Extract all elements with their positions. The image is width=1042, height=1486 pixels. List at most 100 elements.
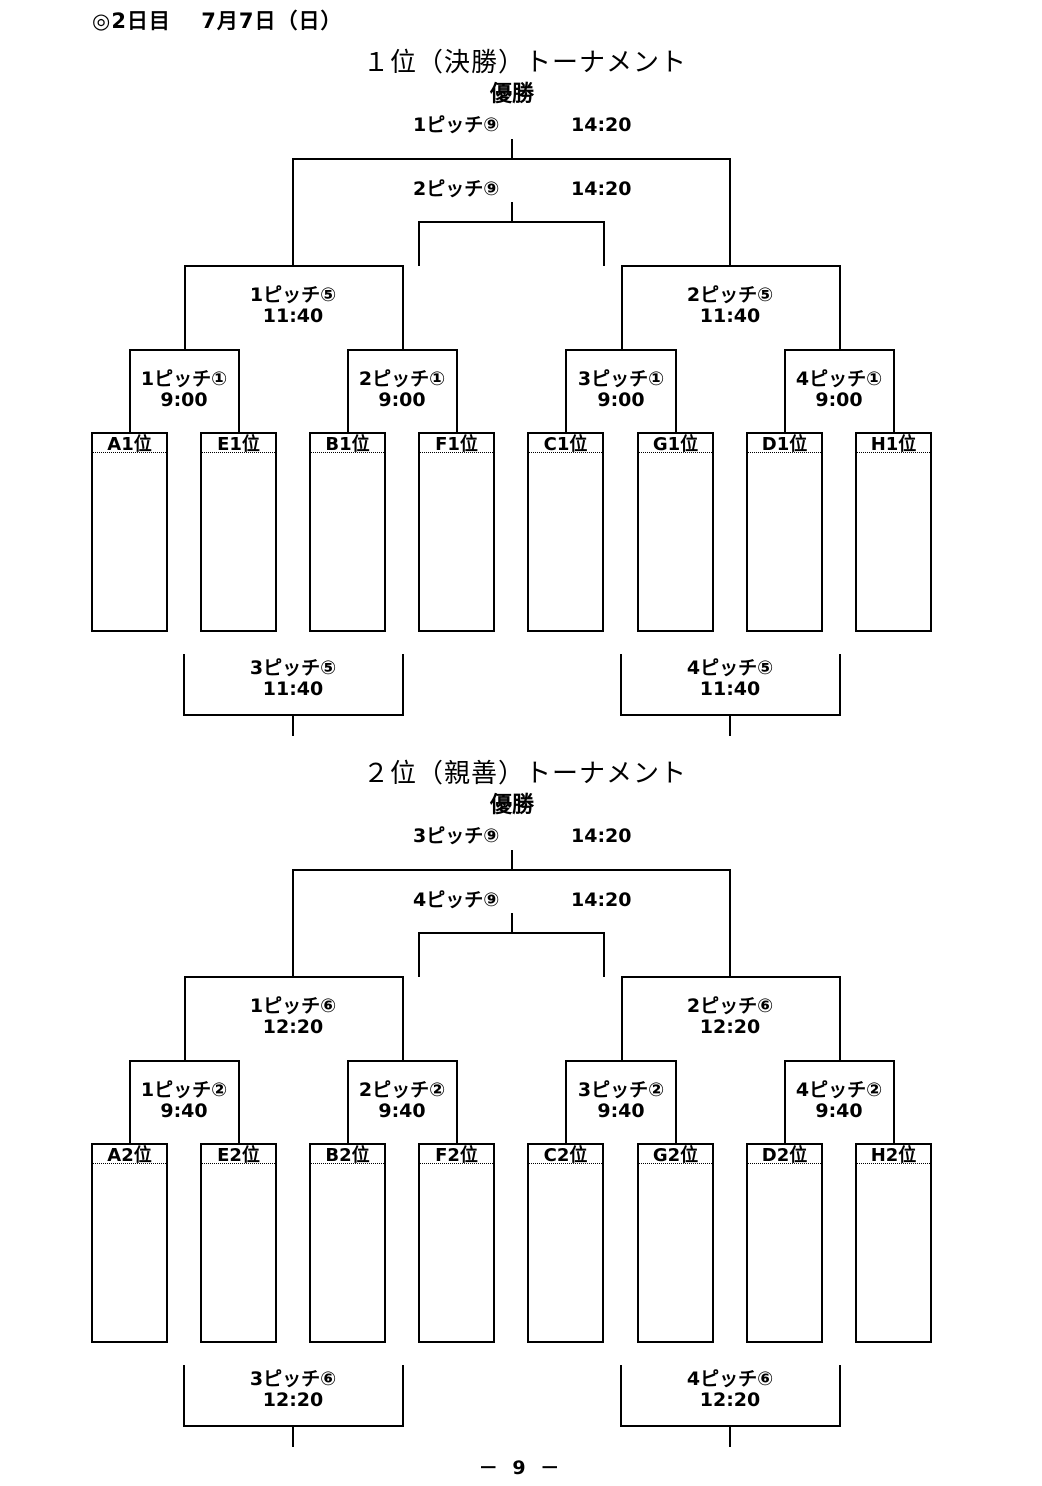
team-label: D2位 [748,1145,821,1165]
third-place-stem [511,913,513,933]
team-box: E2位 [200,1143,277,1343]
quarter-match-label-pitch: 3ピッチ② [577,1079,665,1101]
team-box: H1位 [855,432,932,632]
tournament-title: １位（決勝）トーナメント [362,48,688,78]
losers-match-label-pitch: 3ピッチ⑤ [249,657,337,679]
team-box: F2位 [418,1143,495,1343]
team-label: E1位 [202,434,275,454]
quarter-left-leg [783,1060,786,1143]
losers-match-label-time: 11:40 [262,678,324,700]
team-label: A1位 [93,434,166,454]
semi-match-label-time: 11:40 [699,305,761,327]
third-place-pitch: 4ピッチ⑨ [413,889,500,911]
team-label: C2位 [529,1145,602,1165]
team-box: G1位 [637,432,714,632]
semi-bar [621,265,841,267]
team-label: E2位 [202,1145,275,1165]
quarter-match-label-time: 9:40 [597,1100,645,1122]
quarter-bar [346,349,458,351]
final-bar [292,869,731,871]
quarter-right-leg [892,349,895,432]
third-place-bar [418,221,605,223]
quarter-left-leg [783,349,786,432]
quarter-match-label-pitch: 3ピッチ① [577,368,665,390]
team-label: H2位 [857,1145,930,1165]
team-box: C2位 [527,1143,604,1343]
quarter-left-leg [564,349,567,432]
team-label: F2位 [420,1145,493,1165]
third-place-left-leg [418,932,420,977]
quarter-right-leg [455,1060,458,1143]
quarter-match-label-time: 9:40 [815,1100,863,1122]
quarter-bar [128,349,240,351]
final-stem [511,139,513,159]
quarter-match-label-pitch: 4ピッチ② [795,1079,883,1101]
losers-stem [292,714,294,736]
quarter-bar [128,1060,240,1062]
final-left-leg [292,869,294,977]
third-place-stem [511,202,513,222]
third-place-time: 14:20 [571,178,632,200]
team-box: G2位 [637,1143,714,1343]
quarter-match-label-pitch: 2ピッチ② [358,1079,446,1101]
quarter-right-leg [674,349,677,432]
team-label: D1位 [748,434,821,454]
team-label: B1位 [311,434,384,454]
semi-match-label-pitch: 2ピッチ⑥ [686,995,774,1017]
final-time: 14:20 [571,114,632,136]
semi-bar [621,976,841,978]
third-place-left-leg [418,221,420,266]
final-pitch: 1ピッチ⑨ [413,114,500,136]
losers-match-label-time: 11:40 [699,678,761,700]
semi-right-leg [402,265,404,350]
quarter-right-leg [674,1060,677,1143]
losers-left-leg [620,654,622,716]
third-place-pitch: 2ピッチ⑨ [413,178,500,200]
team-label: H1位 [857,434,930,454]
losers-left-leg [620,1365,622,1427]
team-box: H2位 [855,1143,932,1343]
third-place-time: 14:20 [571,889,632,911]
team-label: C1位 [529,434,602,454]
quarter-left-leg [346,1060,349,1143]
semi-right-leg [839,976,841,1061]
quarter-match-label-time: 9:00 [597,389,645,411]
team-box: A1位 [91,432,168,632]
quarter-match-label-time: 9:00 [160,389,208,411]
team-box: D2位 [746,1143,823,1343]
semi-match-label-time: 11:40 [262,305,324,327]
quarter-right-leg [237,1060,240,1143]
losers-right-leg [402,654,404,716]
semi-left-leg [621,265,623,350]
quarter-right-leg [892,1060,895,1143]
team-box: A2位 [91,1143,168,1343]
losers-match-label-pitch: 3ピッチ⑥ [249,1368,337,1390]
semi-left-leg [621,976,623,1061]
quarter-left-leg [346,349,349,432]
final-pitch: 3ピッチ⑨ [413,825,500,847]
losers-right-leg [402,1365,404,1427]
losers-stem [729,714,731,736]
losers-right-leg [839,654,841,716]
quarter-bar [564,349,677,351]
quarter-bar [783,1060,895,1062]
tournament-title: ２位（親善）トーナメント [362,759,688,789]
quarter-left-leg [128,349,131,432]
quarter-match-label-pitch: 2ピッチ① [358,368,446,390]
losers-left-leg [183,1365,185,1427]
quarter-match-label-pitch: 4ピッチ① [795,368,883,390]
semi-bar [184,976,404,978]
team-box: D1位 [746,432,823,632]
team-box: F1位 [418,432,495,632]
